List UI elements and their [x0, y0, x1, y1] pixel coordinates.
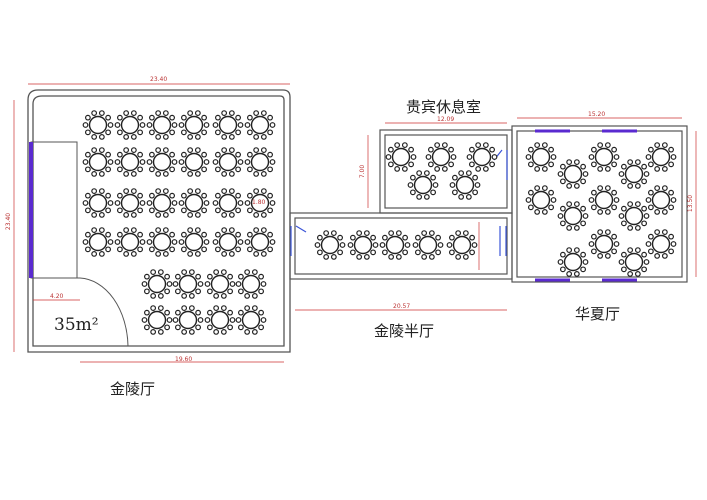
banquet-table [204, 269, 236, 299]
door-swing [33, 277, 129, 347]
dim-jinling-bottom: 19.60 [175, 356, 193, 363]
banquet-table [212, 147, 244, 177]
banquet-table [645, 185, 677, 215]
banquet-tables [82, 110, 677, 335]
dim-huaxia-height: 13.50 [687, 194, 695, 213]
jinling-hall-label: 金陵厅 [110, 380, 156, 398]
banquet-table [114, 188, 146, 218]
huaxia-hall-doors [535, 129, 637, 282]
banquet-table [385, 142, 417, 172]
huaxia-hall-walls [511, 125, 688, 283]
banquet-table [557, 247, 589, 277]
banquet-table [178, 147, 210, 177]
banquet-table [412, 230, 444, 260]
huaxia-hall-label: 华夏厅 [575, 305, 621, 323]
dim-half-hall-width: 20.57 [393, 303, 411, 310]
banquet-table [146, 188, 178, 218]
banquet-table [525, 142, 557, 172]
banquet-table [618, 201, 650, 231]
vip-lounge-label: 贵宾休息室 [406, 98, 482, 116]
banquet-table [141, 269, 173, 299]
banquet-table [114, 110, 146, 140]
banquet-table [82, 147, 114, 177]
banquet-table [82, 188, 114, 218]
banquet-table [212, 227, 244, 257]
dim-jinling-top: 23.40 [150, 76, 168, 83]
dim-huaxia-width: 15.20 [588, 111, 606, 118]
banquet-table [244, 147, 276, 177]
banquet-table [618, 159, 650, 189]
banquet-table [141, 305, 173, 335]
dimension-lines [13, 83, 697, 363]
banquet-table [146, 147, 178, 177]
banquet-table [425, 142, 457, 172]
banquet-table [588, 185, 620, 215]
half-hall-doors [290, 225, 507, 256]
banquet-table [82, 110, 114, 140]
banquet-table [114, 227, 146, 257]
dim-table-diameter: 1.80 [252, 199, 266, 206]
banquet-table [449, 170, 481, 200]
banquet-table [588, 229, 620, 259]
banquet-table [314, 230, 346, 260]
banquet-table [244, 188, 276, 218]
banquet-table [407, 170, 439, 200]
banquet-table [379, 230, 411, 260]
stage-area-label: 35m² [54, 315, 99, 335]
dim-lounge-width: 12.09 [437, 116, 455, 123]
banquet-table [212, 110, 244, 140]
banquet-table [244, 227, 276, 257]
banquet-table [557, 201, 589, 231]
banquet-table [146, 227, 178, 257]
banquet-table [645, 142, 677, 172]
banquet-table [235, 269, 267, 299]
banquet-table [178, 227, 210, 257]
dim-lounge-height: 7.00 [359, 164, 367, 179]
banquet-table [557, 159, 589, 189]
banquet-table [588, 142, 620, 172]
dim-jinling-height: 23.40 [5, 212, 13, 231]
banquet-table [212, 188, 244, 218]
banquet-table [618, 247, 650, 277]
banquet-table [146, 110, 178, 140]
banquet-table [525, 185, 557, 215]
banquet-table [446, 230, 478, 260]
banquet-table [178, 110, 210, 140]
banquet-table [347, 230, 379, 260]
banquet-table [235, 305, 267, 335]
banquet-table [645, 229, 677, 259]
banquet-table [82, 227, 114, 257]
banquet-table [244, 110, 276, 140]
dim-stage-width: 4.20 [50, 293, 64, 300]
banquet-table [114, 147, 146, 177]
banquet-table [172, 269, 204, 299]
banquet-table [204, 305, 236, 335]
banquet-table [178, 188, 210, 218]
banquet-table [172, 305, 204, 335]
jinling-hall-walls [27, 89, 291, 353]
half-hall-label: 金陵半厅 [374, 322, 435, 340]
banquet-table [466, 142, 498, 172]
stage [30, 141, 78, 279]
